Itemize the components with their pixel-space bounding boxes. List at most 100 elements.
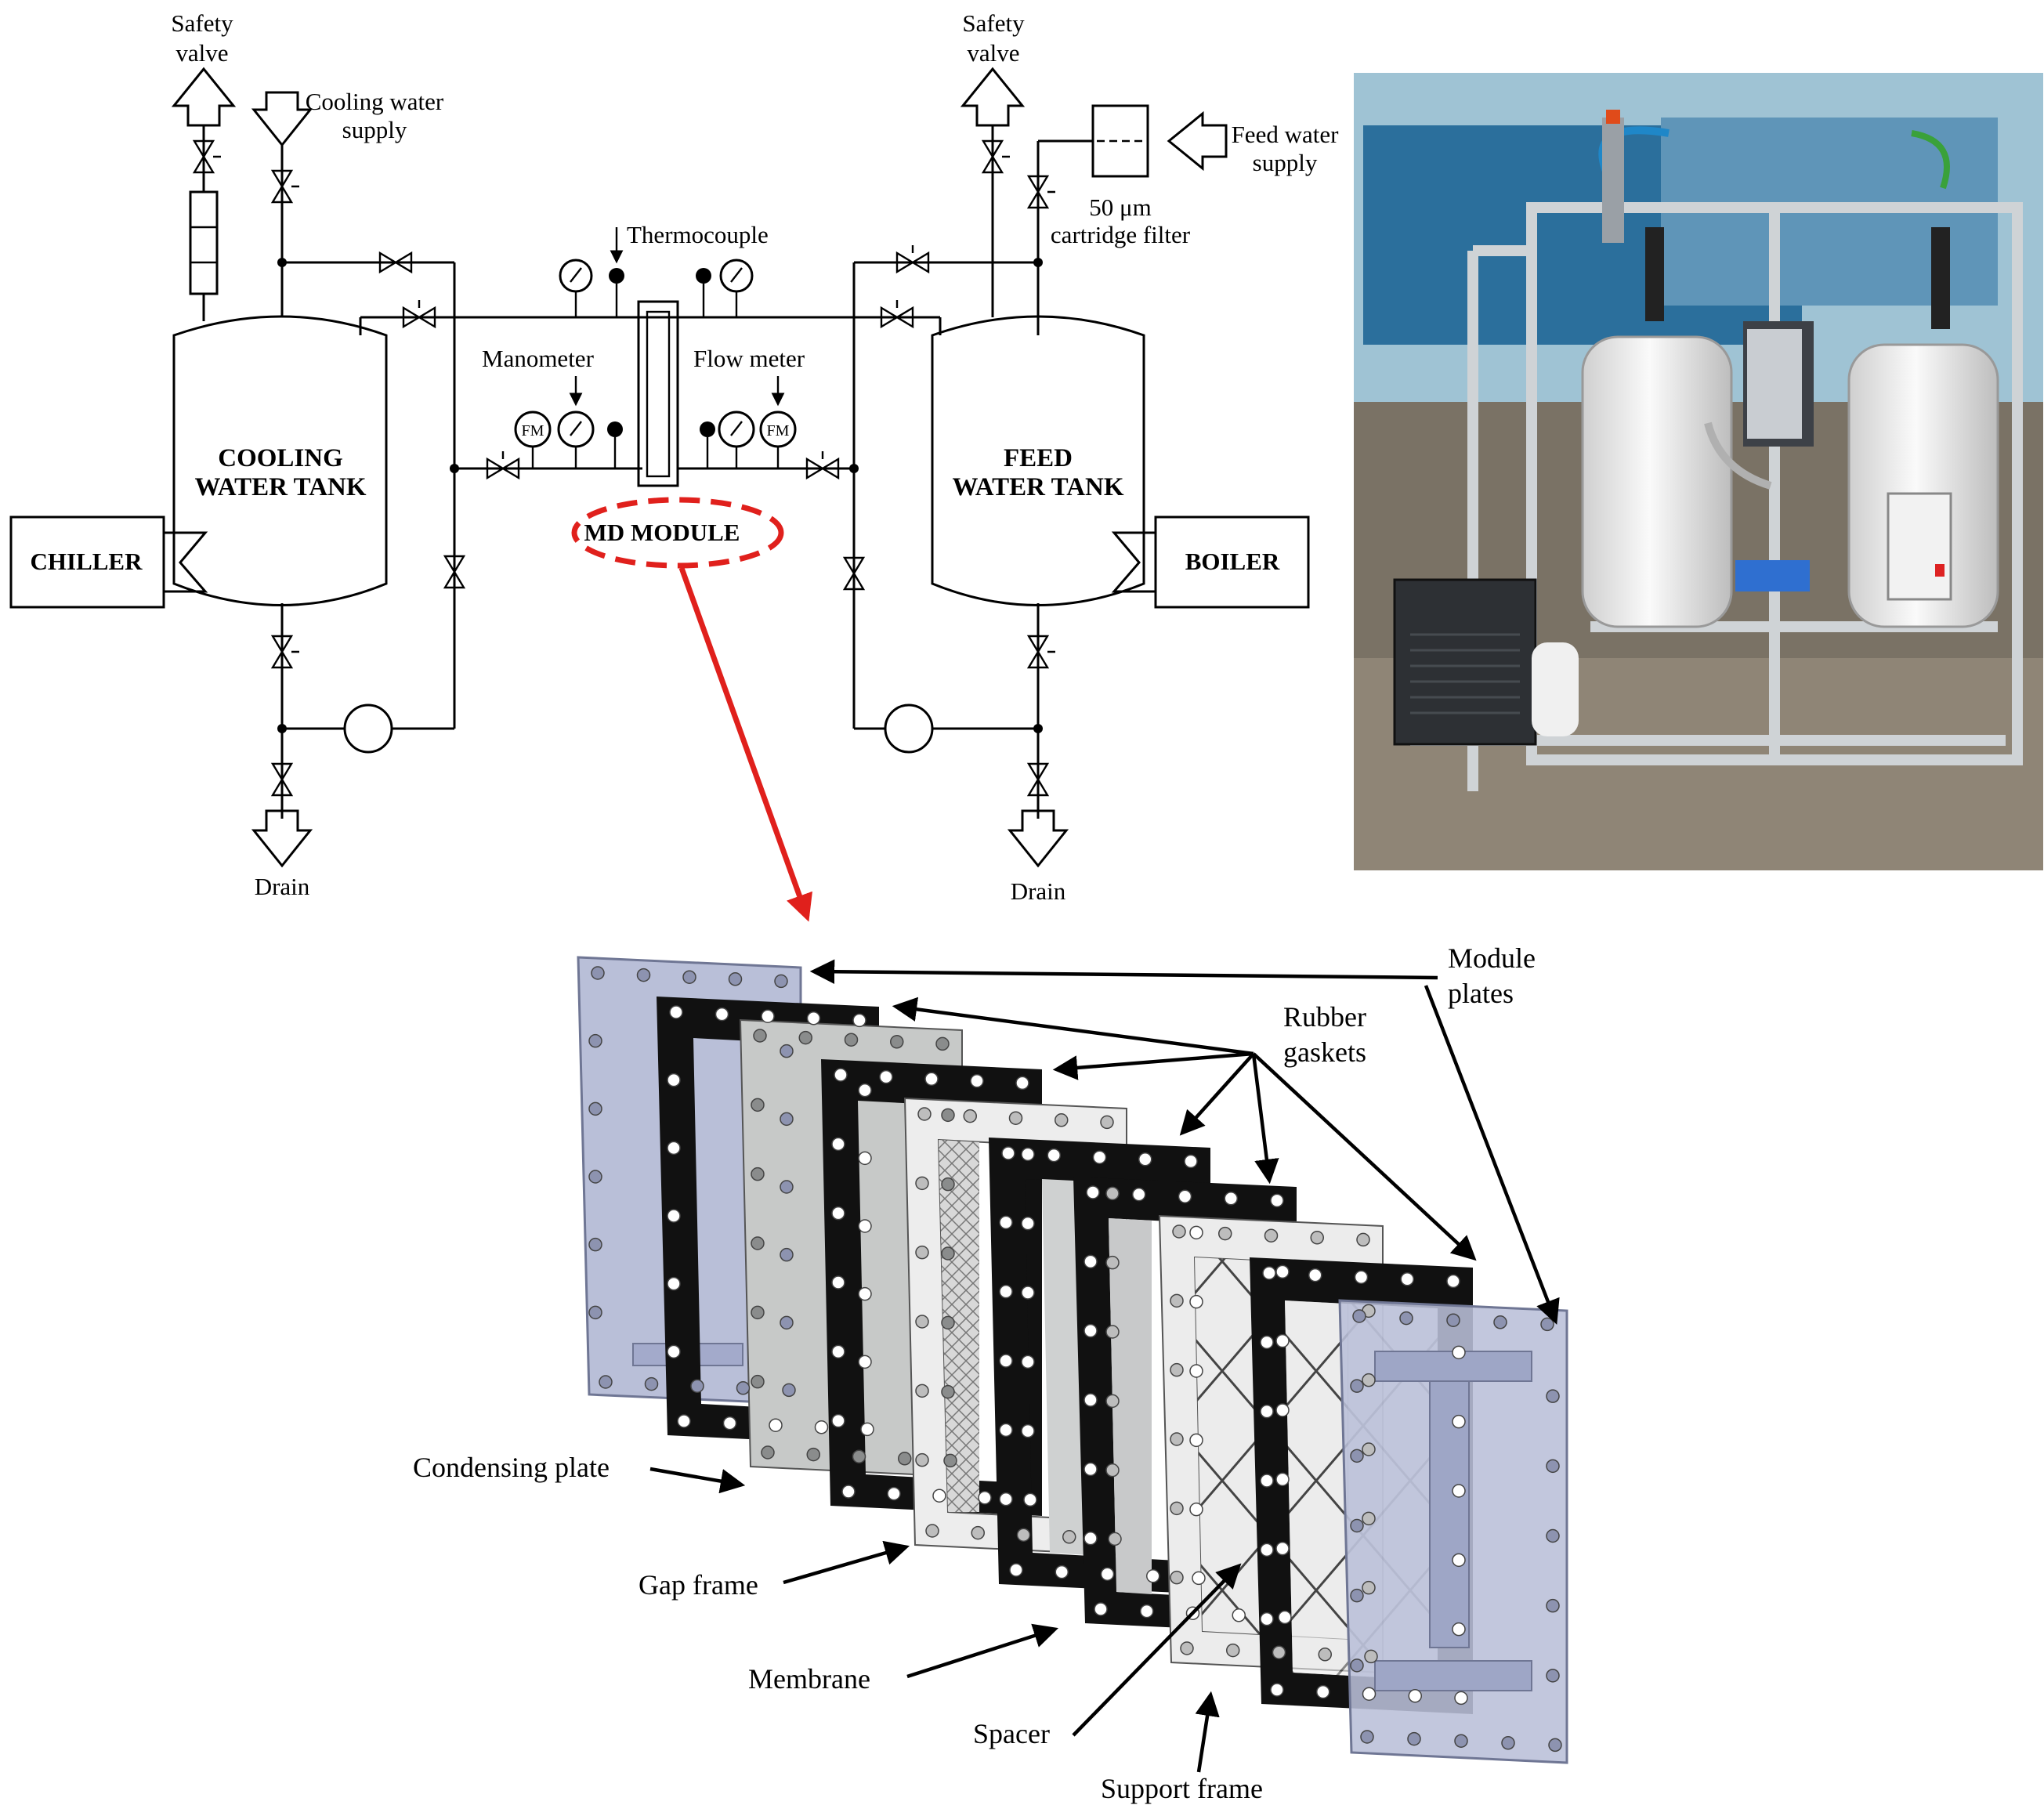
bolt-hole xyxy=(1316,1684,1330,1699)
bolt-hole xyxy=(1021,1286,1035,1300)
thermocouple-dot-icon xyxy=(700,421,715,437)
bolt-hole xyxy=(780,1044,794,1058)
drain-right-arrow-icon xyxy=(1007,809,1069,868)
bolt-hole xyxy=(1275,1403,1290,1417)
bolt-hole xyxy=(1105,1394,1120,1409)
bolt-hole xyxy=(1548,1738,1562,1753)
bolt-hole xyxy=(1352,1309,1366,1323)
bolt-hole xyxy=(852,1449,866,1463)
chiller-box xyxy=(9,515,165,609)
bolt-hole xyxy=(1084,1393,1098,1407)
drain-right-label: Drain xyxy=(1011,877,1066,905)
bolt-hole xyxy=(1546,1669,1560,1683)
bolt-hole xyxy=(1452,1553,1466,1568)
bolt-holes xyxy=(588,966,1562,1753)
bolt-hole xyxy=(1084,1323,1098,1338)
valve-icon xyxy=(981,139,1010,174)
bolt-hole xyxy=(844,1033,859,1047)
bolt-hole xyxy=(1275,1333,1290,1348)
valve-icon xyxy=(895,245,930,274)
valve-icon xyxy=(486,451,520,480)
bolt-hole xyxy=(1260,1335,1274,1350)
bolt-hole xyxy=(1260,1404,1274,1419)
bolt-hole xyxy=(1546,1598,1560,1613)
bolt-hole xyxy=(963,1109,977,1123)
bolt-hole xyxy=(915,1245,929,1260)
bolt-hole xyxy=(588,1170,602,1184)
bolt-hole xyxy=(1092,1150,1107,1164)
left-safety-valve-arrow-icon xyxy=(171,67,237,127)
bolt-hole xyxy=(1546,1459,1560,1474)
bolt-hole xyxy=(1189,1433,1203,1448)
bolt-hole xyxy=(780,1247,794,1262)
bolt-hole xyxy=(1021,1355,1035,1369)
bolt-hole xyxy=(677,1414,691,1428)
bolt-hole xyxy=(1146,1569,1160,1583)
valve-icon xyxy=(1026,175,1055,209)
condensing-plate-label: Condensing plate xyxy=(413,1452,610,1483)
bolt-hole xyxy=(780,1112,794,1127)
bolt-hole xyxy=(1047,1148,1061,1163)
bolt-hole xyxy=(1350,1379,1364,1393)
bolt-hole xyxy=(1170,1362,1184,1377)
bolt-hole xyxy=(1084,1531,1098,1546)
bolt-hole xyxy=(971,1525,985,1540)
bolt-hole xyxy=(1100,1567,1115,1581)
bolt-hole xyxy=(782,1383,796,1398)
bolt-hole xyxy=(1016,1528,1031,1542)
bolt-hole xyxy=(1350,1449,1364,1463)
bolt-hole xyxy=(860,1422,874,1437)
valve-icon xyxy=(378,251,413,274)
thermocouple-label: Thermocouple xyxy=(627,221,769,248)
bolt-hole xyxy=(1270,1683,1284,1697)
bolt-hole xyxy=(1001,1146,1015,1160)
bolt-hole xyxy=(1094,1602,1108,1616)
bolt-hole xyxy=(915,1176,929,1191)
bolt-hole xyxy=(1009,1563,1023,1577)
bolt-hole xyxy=(1310,1231,1324,1245)
bolt-hole xyxy=(879,1069,893,1084)
valve-icon xyxy=(270,169,299,204)
valve-icon xyxy=(443,555,466,589)
bolt-hole xyxy=(761,1009,775,1023)
valve-icon xyxy=(842,556,866,591)
bolt-hole xyxy=(858,1151,872,1166)
valve-icon xyxy=(880,300,914,329)
gap-frame-label: Gap frame xyxy=(639,1569,758,1601)
bolt-hole xyxy=(1446,1313,1460,1327)
bolt-hole xyxy=(1501,1736,1515,1750)
bolt-hole xyxy=(1084,1254,1098,1269)
bolt-hole xyxy=(1452,1345,1466,1360)
bolt-hole xyxy=(588,1101,602,1116)
thermocouple-dot-icon xyxy=(609,268,624,284)
bolt-hole xyxy=(1362,1511,1376,1526)
flow-meter-label: Flow meter xyxy=(693,345,805,372)
bolt-hole xyxy=(751,1305,765,1320)
bolt-hole xyxy=(1364,1649,1378,1664)
bolt-hole xyxy=(806,1011,821,1025)
bolt-hole xyxy=(1400,1272,1414,1286)
bolt-hole xyxy=(1540,1317,1554,1332)
bolt-hole xyxy=(1105,1325,1120,1339)
bolt-hole xyxy=(1278,1610,1292,1625)
bolt-hole xyxy=(1399,1311,1413,1326)
bolt-hole xyxy=(1055,1564,1069,1579)
bolt-hole xyxy=(1275,1541,1290,1556)
bolt-hole xyxy=(915,1452,929,1467)
md-module xyxy=(637,300,679,487)
bolt-hole xyxy=(1170,1501,1184,1516)
feed-supply-arrow-icon xyxy=(1167,110,1228,172)
bolt-hole xyxy=(1132,1187,1146,1202)
boiler-coil-icon xyxy=(1111,531,1156,593)
bolt-hole xyxy=(978,1491,992,1505)
bolt-hole xyxy=(1493,1315,1507,1329)
bolt-hole xyxy=(1350,1588,1364,1603)
bolt-hole xyxy=(599,1375,613,1389)
bolt-hole xyxy=(1180,1641,1194,1655)
bolt-hole xyxy=(588,1305,602,1320)
